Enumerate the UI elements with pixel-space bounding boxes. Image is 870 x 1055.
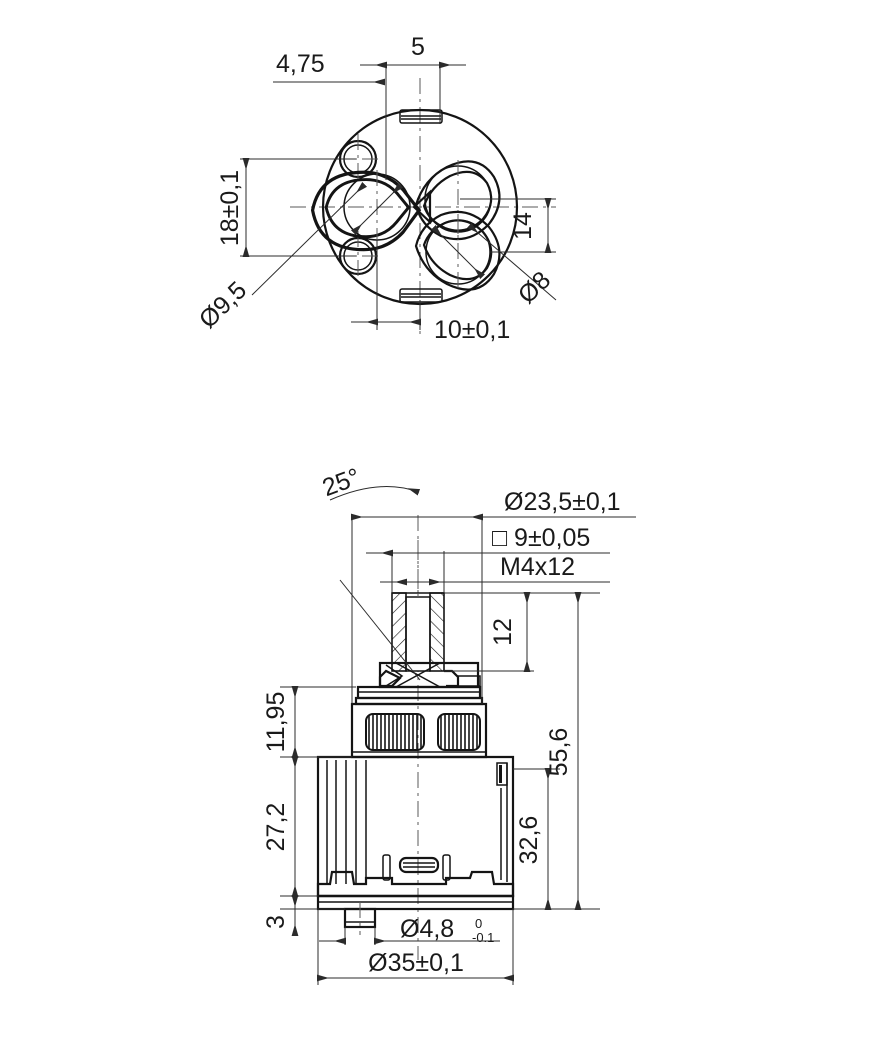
main-body bbox=[316, 755, 515, 935]
dim-d235-label: Ø23,5±0,1 bbox=[504, 488, 621, 516]
dim-sq9-label: □ 9±0,05 bbox=[492, 524, 590, 552]
dim-32-6: 32,6 bbox=[513, 768, 600, 910]
dim-27-2-label: 27,2 bbox=[262, 803, 290, 852]
dim-sq9: □ 9±0,05 bbox=[366, 524, 610, 593]
port-seal-left bbox=[310, 170, 422, 252]
dim-32-6-label: 32,6 bbox=[515, 816, 543, 865]
dim-d235: Ø23,5±0,1 bbox=[351, 488, 636, 704]
dim-angle-25-label: 25° bbox=[319, 463, 364, 502]
upper-cap bbox=[350, 702, 488, 759]
inner-dia-arrow-right bbox=[430, 224, 486, 280]
locating-tab-bottom bbox=[399, 288, 443, 303]
dim-d8-label: Ø8 bbox=[513, 266, 556, 309]
center-web bbox=[412, 189, 432, 225]
dim-10-label: 10±0,1 bbox=[434, 316, 510, 344]
dim-d95-label: Ø9,5 bbox=[194, 276, 252, 334]
cap-flange bbox=[354, 685, 484, 706]
dim-d48-lower-tol: -0.1 bbox=[472, 930, 494, 945]
dim-5: 5 bbox=[360, 33, 466, 124]
top-view-group: 4,75 5 18±0,1 14 bbox=[194, 33, 557, 344]
dim-4-75-label: 4,75 bbox=[276, 50, 325, 78]
dim-d35-label: Ø35±0,1 bbox=[368, 949, 464, 977]
dim-3-label: 3 bbox=[262, 915, 290, 929]
dim-3: 3 bbox=[262, 895, 345, 936]
dim-55-6: 55,6 bbox=[480, 592, 600, 910]
dim-14-label: 14 bbox=[509, 212, 537, 240]
dim-5-label: 5 bbox=[411, 33, 425, 61]
dim-18-label: 18±0,1 bbox=[216, 170, 244, 246]
dim-27-2: 27,2 bbox=[262, 756, 318, 897]
dim-12-label: 12 bbox=[489, 618, 517, 646]
dim-10: 10±0,1 bbox=[351, 240, 510, 344]
dim-d48: Ø4,8 0 -0.1 bbox=[319, 915, 500, 945]
locating-tab-top bbox=[399, 109, 443, 124]
dim-m4x12: M4x12 bbox=[380, 553, 610, 586]
dim-d48-label: Ø4,8 bbox=[400, 915, 454, 943]
dim-11-95: 11,95 bbox=[262, 686, 356, 758]
dim-d35: Ø35±0,1 bbox=[317, 909, 514, 985]
dim-d48-upper-tol: 0 bbox=[475, 916, 482, 931]
dim-18: 18±0,1 bbox=[216, 158, 356, 257]
dim-55-6-label: 55,6 bbox=[545, 728, 573, 777]
stem-section bbox=[391, 592, 445, 672]
inner-dia-arrow-left bbox=[350, 182, 404, 236]
dim-11-95-label: 11,95 bbox=[262, 692, 290, 753]
dim-4-75: 4,75 bbox=[273, 50, 387, 180]
dim-12: 12 bbox=[444, 592, 534, 672]
dim-14: 14 bbox=[460, 198, 556, 253]
dim-m4x12-label: M4x12 bbox=[500, 553, 575, 581]
side-view-group: 25° Ø23,5±0,1 □ 9±0,05 M4x12 bbox=[262, 463, 636, 985]
